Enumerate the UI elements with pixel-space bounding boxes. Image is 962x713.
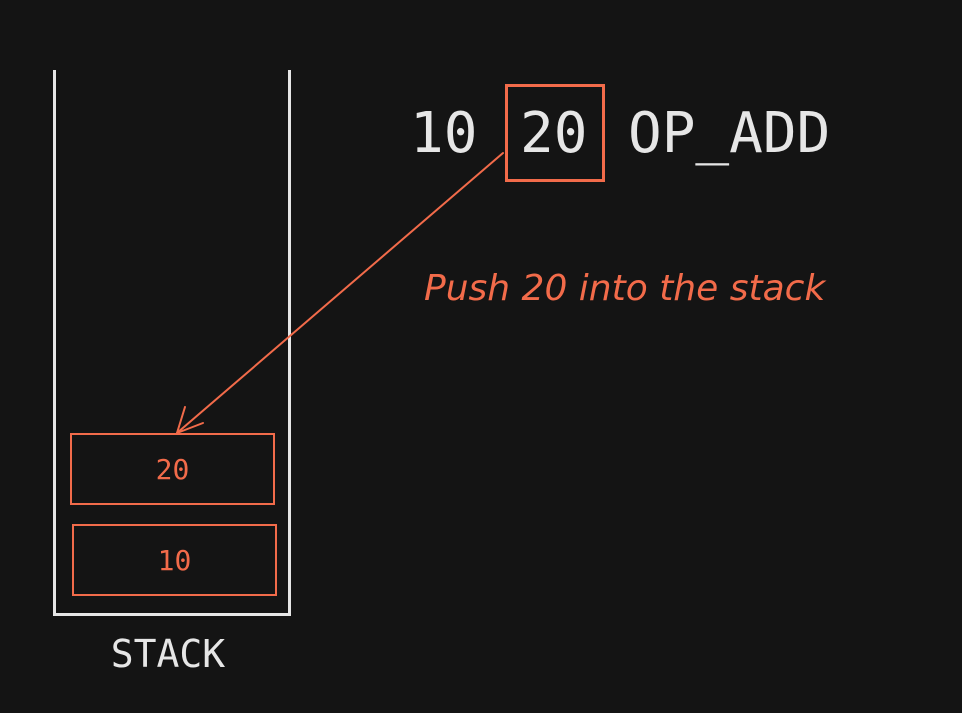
stack-item-bottom-value: 10 [157,543,192,577]
stack-item-top: 20 [70,433,275,505]
highlight-box [505,84,605,182]
instruction-token-3: OP_ADD [628,101,831,166]
stack-right-wall [288,70,291,616]
stack-label: STACK [110,632,226,676]
instruction-token-2: 20 [520,101,588,166]
stack-bottom-wall [53,613,291,616]
push-annotation: Push 20 into the stack [424,268,826,309]
instruction-token-1: 10 [410,101,478,166]
stack-left-wall [53,70,56,616]
stack-item-bottom: 10 [72,524,277,596]
stack-item-top-value: 20 [155,452,190,486]
push-arrow-head [176,406,204,434]
